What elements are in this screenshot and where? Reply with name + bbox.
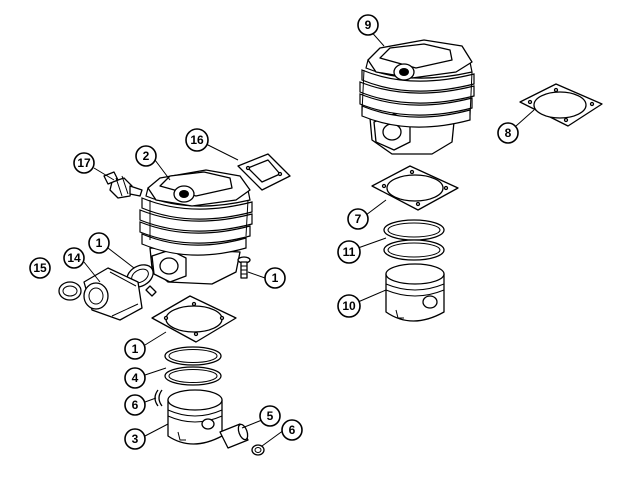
decompression-valve [103, 171, 143, 199]
callout-8: 8 [497, 122, 519, 144]
callout-5-label: 5 [267, 409, 274, 423]
callout-6-right-label: 6 [289, 423, 296, 437]
piston-right [385, 263, 445, 322]
callout-1-clamp: 1 [88, 232, 110, 254]
cylinder-right [359, 39, 475, 155]
callout-2-label: 2 [143, 149, 150, 163]
callout-7-label: 7 [355, 212, 362, 226]
callout-5: 5 [259, 405, 281, 427]
piston-left [167, 389, 223, 445]
screw [237, 256, 251, 279]
callout-6-left-label: 6 [132, 398, 139, 412]
callout-1-gasket-label: 1 [132, 342, 139, 356]
callout-10: 10 [337, 294, 361, 318]
callout-11-label: 11 [343, 245, 356, 259]
ring-15 [58, 281, 82, 301]
base-gasket-right [371, 165, 459, 211]
intake-manifold [83, 267, 143, 321]
callout-9: 9 [357, 14, 379, 36]
callout-17-label: 17 [77, 156, 91, 170]
callout-6-left: 6 [124, 394, 146, 416]
callout-17: 17 [73, 152, 95, 174]
callout-6-right: 6 [281, 419, 303, 441]
gasket-16 [237, 153, 291, 191]
callout-16-label: 16 [190, 133, 204, 147]
callout-3-label: 3 [132, 432, 139, 446]
callout-16: 16 [185, 128, 209, 152]
callout-7: 7 [347, 208, 369, 230]
callout-1-screw: 1 [264, 267, 286, 289]
piston-rings-left [164, 346, 222, 386]
callout-3: 3 [124, 428, 146, 450]
callout-11: 11 [337, 240, 361, 264]
leader-lines [83, 27, 535, 447]
callout-8-label: 8 [505, 126, 512, 140]
callout-1-screw-label: 1 [272, 271, 279, 285]
piston-rings-right [383, 219, 445, 261]
callout-4: 4 [124, 367, 146, 389]
callout-1-clamp-label: 1 [96, 236, 103, 250]
callout-14: 14 [63, 247, 85, 269]
callout-4-label: 4 [132, 371, 139, 385]
callout-9-label: 9 [365, 18, 372, 32]
callout-15: 15 [29, 257, 51, 279]
callout-14-label: 14 [67, 251, 81, 265]
cylinder-left [139, 169, 253, 285]
base-gasket-left [151, 295, 237, 343]
piston-pin [219, 423, 249, 449]
callout-1-gasket: 1 [124, 338, 146, 360]
callout-15-label: 15 [33, 261, 47, 275]
gasket-8 [519, 83, 603, 127]
callout-2: 2 [135, 145, 157, 167]
callout-10-label: 10 [342, 299, 356, 313]
circlip-right [251, 444, 265, 456]
circlip-left [154, 389, 163, 407]
